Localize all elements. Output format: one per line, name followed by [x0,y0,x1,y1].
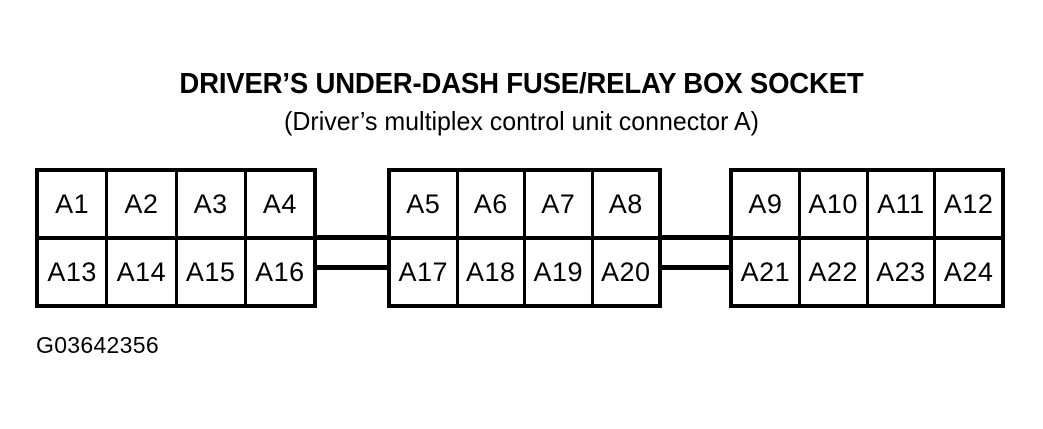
connector-block-2: A5 A6 A7 A8 A17 A18 A19 A20 [387,168,662,308]
pin-cell[interactable]: A17 [391,240,459,304]
pin-cell[interactable]: A8 [608,188,643,219]
connector-block-1-row-top: A1 A2 A3 A4 [39,172,313,240]
pin-cell[interactable]: A11 [869,172,937,236]
pin-cell[interactable]: A24 [943,256,994,287]
pin-cell[interactable]: A7 [526,172,594,236]
pin-cell[interactable]: A14 [108,240,178,304]
pin-cell[interactable]: A20 [600,256,651,287]
pin-cell[interactable]: A12 [943,188,994,219]
connector-wire-top-right [655,235,737,240]
connector-wire-top-left [310,235,394,240]
pin-cell[interactable]: A19 [526,240,594,304]
pin-cell[interactable]: A22 [801,240,869,304]
connector-block-3-row-bottom: A21 A22 A23 A24 [733,240,1001,304]
figure-caption: G03642356 [36,332,159,358]
pin-cell[interactable]: A4 [262,188,297,219]
connector-block-2-row-bottom: A17 A18 A19 A20 [391,240,658,304]
pin-cell[interactable]: A23 [869,240,937,304]
pin-cell[interactable]: A5 [391,172,459,236]
pin-cell[interactable]: A21 [733,240,801,304]
pin-cell[interactable]: A2 [108,172,178,236]
connector-block-2-row-top: A5 A6 A7 A8 [391,172,658,240]
pin-cell[interactable]: A16 [255,256,305,287]
connector-wire-bottom-left [310,265,394,270]
connector-block-1-row-bottom: A13 A14 A15 A16 [39,240,313,304]
pin-cell[interactable]: A6 [459,172,526,236]
pin-cell[interactable]: A15 [178,240,247,304]
pin-cell[interactable]: A13 [39,240,109,304]
pin-cell[interactable]: A1 [39,172,109,236]
figure-title: DRIVER’S UNDER-DASH FUSE/RELAY BOX SOCKE… [179,68,864,100]
figure-subtitle: (Driver’s multiplex control unit connect… [284,106,759,136]
pin-cell[interactable]: A3 [178,172,247,236]
pin-cell[interactable]: A9 [733,172,801,236]
connector-block-3-row-top: A9 A10 A11 A12 [733,172,1001,240]
pin-cell[interactable]: A18 [459,240,526,304]
connector-block-1: A1 A2 A3 A4 A13 A14 A15 A16 [35,168,317,308]
connector-block-3: A9 A10 A11 A12 A21 A22 A23 A24 [729,168,1005,308]
pin-cell[interactable]: A10 [801,172,869,236]
connector-wire-bottom-right [655,265,737,270]
